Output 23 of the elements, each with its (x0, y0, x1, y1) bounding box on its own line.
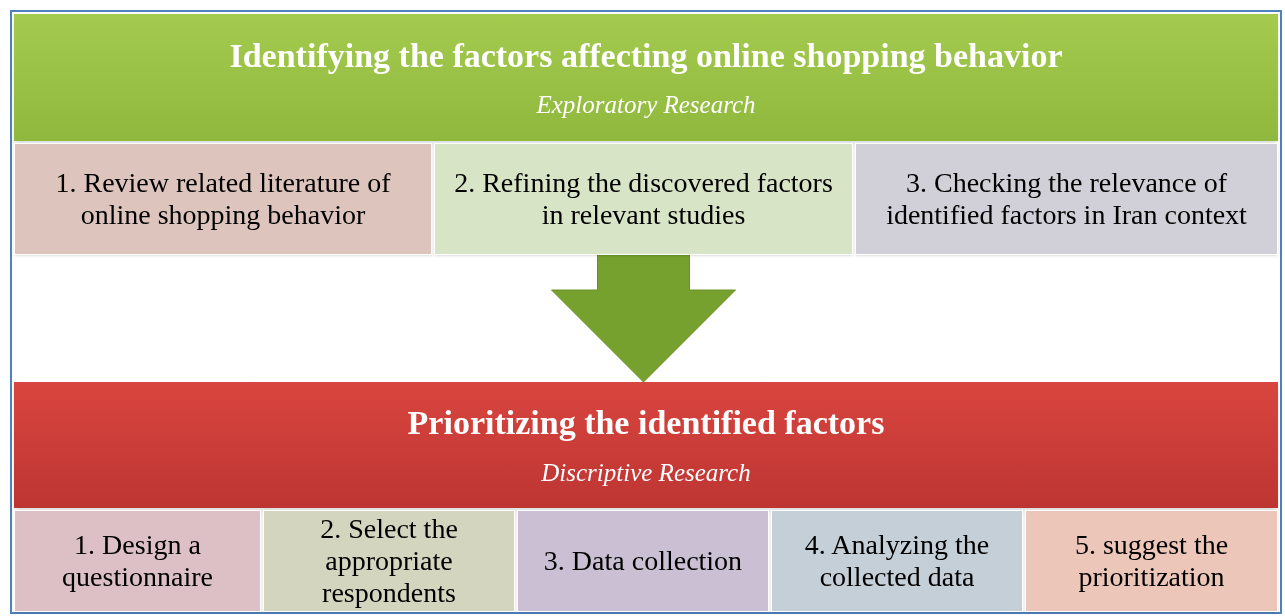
step-text: 3. Checking the relevance of identified factors in Iran context (885, 166, 1248, 232)
header-band (14, 382, 1278, 508)
step-text: 3. Data collection (543, 544, 743, 578)
step-text: 4. Analyzing the collected data (803, 528, 991, 594)
step-box (771, 510, 1023, 612)
header-band (14, 14, 1278, 141)
step-text: 2. Refining the discovered factors in relevant studies (453, 166, 834, 232)
step-box (517, 510, 769, 612)
down-arrow (551, 254, 736, 383)
section-title: Prioritizing the identified factors (407, 403, 885, 444)
section-subtitle: Discriptive Research (541, 457, 751, 488)
step-box (14, 143, 432, 255)
step-text: 1. Review related literature of online shopping behavior (54, 166, 392, 232)
step-box (434, 143, 853, 255)
step-text: 1. Design a questionnaire (61, 528, 214, 594)
step-box (1025, 510, 1278, 612)
section-title: Identifying the factors affecting online shopping behavior (229, 35, 1063, 76)
section-subtitle: Exploratory Research (536, 90, 756, 121)
step-box (14, 510, 261, 612)
step-box (263, 510, 515, 612)
step-box (855, 143, 1278, 255)
step-text: 5. suggest the prioritization (1073, 528, 1230, 594)
step-text: 2. Select the appropriate respondents (319, 512, 459, 610)
